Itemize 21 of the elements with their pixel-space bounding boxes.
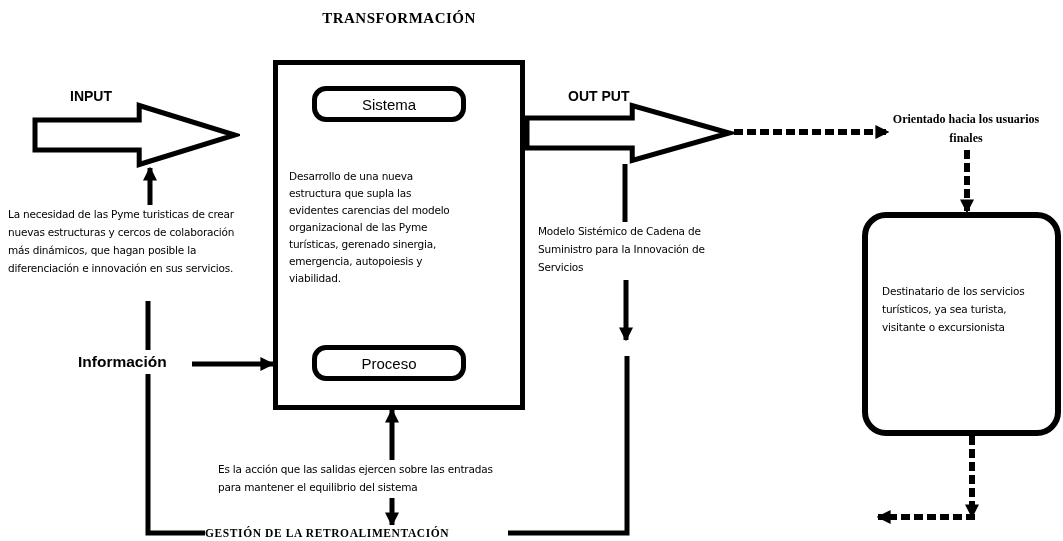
description-text: Destinatario de los servicios turísticos, ya sea turista, visitante o excursionista xyxy=(882,284,1026,335)
arrow xyxy=(385,498,399,527)
heading-text: INPUT xyxy=(70,88,112,104)
arrow xyxy=(734,125,890,139)
note-text: Modelo Sistémico de Cadena de Suministro para la Innovación de Servicios xyxy=(538,222,734,280)
description-text: Desarrollo de una nueva estructura que supla las evidentes carencias del modelo organizacional de las Pyme turísticas, gerenado sinergia, emergencia, autopoiesis y viabilidad. xyxy=(289,169,451,286)
arrow xyxy=(619,280,633,342)
arrow xyxy=(192,357,275,371)
arrow xyxy=(877,436,979,524)
arrow xyxy=(960,150,974,214)
label-text: Información xyxy=(78,350,192,374)
rounded-box xyxy=(862,212,1061,436)
note-text: La necesidad de las Pyme turisticas de crear nuevas estructuras y cercos de colaboración más dinámicos, que hagan posible la diferenciación e innovación en sus servicios. xyxy=(8,205,240,301)
note-text: Orientado hacia los usuarios finales xyxy=(888,110,1044,150)
arrow xyxy=(143,166,157,205)
heading-text: OUT PUT xyxy=(568,88,630,104)
heading-text: TRANSFORMACIÓN xyxy=(321,10,477,27)
rounded-box: Proceso xyxy=(312,345,466,381)
rounded-box: Sistema xyxy=(312,86,466,122)
arrow xyxy=(385,408,399,460)
note-text: Es la acción que las salidas ejercen sobre las entradas para mantener el equilibrio del sistema xyxy=(218,460,500,498)
